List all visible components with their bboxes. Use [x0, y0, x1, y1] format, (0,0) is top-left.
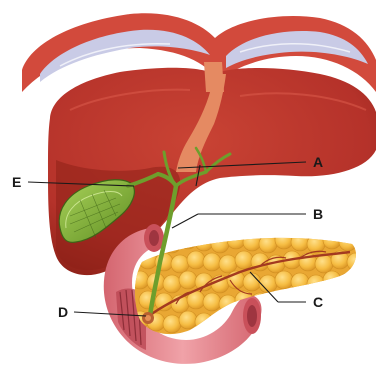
pancreas-lobule — [331, 291, 349, 309]
pancreas-lobule — [323, 311, 341, 329]
pancreas-lobule — [203, 293, 221, 311]
pancreas-lobule — [179, 271, 197, 289]
pancreas-lobule — [291, 313, 309, 331]
pancreas-lobule — [259, 235, 277, 253]
pancreas-lobule — [307, 235, 325, 253]
pancreas-lobule — [267, 295, 285, 313]
leader-line-b — [172, 214, 198, 228]
pancreas-lobule — [339, 273, 357, 291]
pancreas-lobule — [339, 313, 357, 331]
pancreas-lobule — [203, 253, 221, 271]
label-e: E — [12, 174, 21, 190]
pancreas-lobule — [163, 275, 181, 293]
pancreas-lobule — [347, 253, 365, 271]
label-b: B — [313, 206, 323, 222]
label-c: C — [313, 294, 323, 310]
pancreas-lobule — [275, 271, 293, 289]
pancreas-lobule — [243, 233, 261, 251]
pancreas-lobule — [347, 293, 365, 311]
pancreas-lobule — [243, 273, 261, 291]
pancreas-lobule — [291, 233, 309, 251]
pancreas-lobule — [283, 291, 301, 309]
pancreas-lobule — [291, 273, 309, 291]
pancreas-lobule — [315, 255, 333, 273]
pancreas-lobule — [187, 251, 205, 269]
pancreas-lobule — [163, 315, 181, 333]
pancreas-lobule — [323, 231, 341, 249]
pancreas-lobule — [195, 233, 213, 251]
pancreas-lobule — [323, 271, 341, 289]
pancreas-lobule — [259, 315, 277, 333]
ampulla — [142, 312, 154, 324]
pancreas-lobule — [275, 231, 293, 249]
pancreas-lobule — [171, 255, 189, 273]
pancreas-lobule — [179, 231, 197, 249]
pancreas-lobule — [211, 235, 229, 253]
pancreas-lobule — [179, 311, 197, 329]
pancreas-lobule — [219, 255, 237, 273]
pancreas-lobule — [275, 311, 293, 329]
pancreas-lobule — [227, 231, 245, 249]
label-d: D — [58, 304, 68, 320]
pancreas-lobule — [195, 313, 213, 331]
label-a: A — [313, 154, 323, 170]
pancreas-lobule — [339, 233, 357, 251]
pancreas-lobule — [235, 251, 253, 269]
pancreas-lobule — [307, 315, 325, 333]
pancreas-lobule — [131, 271, 149, 289]
pancreas-lobule — [307, 275, 325, 293]
